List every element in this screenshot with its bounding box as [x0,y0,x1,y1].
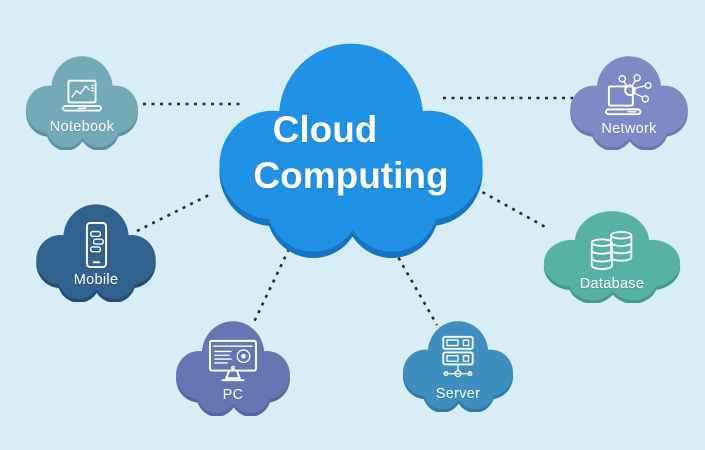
node-label: Server [435,385,481,402]
node-network: Network [566,52,692,150]
node-notebook: Notebook [22,52,142,150]
network-nodes-icon [605,73,652,115]
database-icon [590,230,633,270]
desktop-monitor-icon [209,339,257,382]
server-rack-icon [442,335,474,377]
laptop-chart-icon [62,79,102,111]
node-database: Database [539,207,685,303]
title-line-2: Computing [253,155,449,196]
node-label: Mobile [73,271,119,288]
node-label: Network [601,120,657,137]
node-cloud-computing: Cloud Computing [210,34,492,258]
connector-server [388,242,439,326]
title-line-1: Cloud [272,109,378,151]
node-label: Database [579,275,645,292]
node-server: Server [399,317,517,412]
node-pc: PC [172,317,294,416]
smartphone-icon [85,221,107,268]
connector-mobile [136,191,214,233]
diagram-title: Cloud Computing [210,34,492,258]
node-mobile: Mobile [32,200,160,302]
node-label: Notebook [49,118,115,135]
node-label: PC [222,387,244,403]
connector-database [474,186,550,231]
